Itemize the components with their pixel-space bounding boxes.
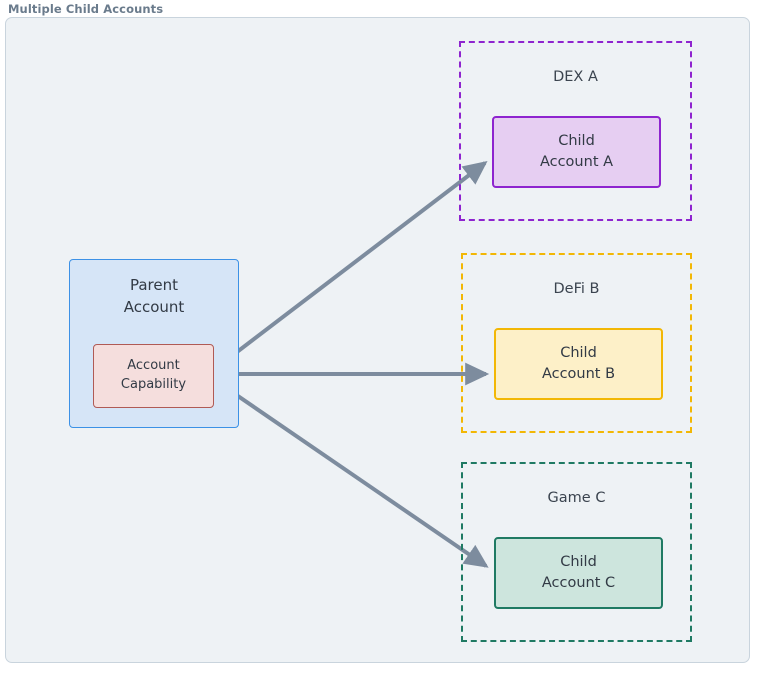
- cluster-defi-b-title: DeFi B: [553, 281, 600, 297]
- node-parent-account-label-line1: Parent: [129, 276, 179, 294]
- node-account-capability-label-line2: Capability: [120, 377, 187, 392]
- node-child-account-c[interactable]: Child Account C: [494, 537, 663, 609]
- node-child-account-a[interactable]: Child Account A: [492, 116, 661, 188]
- node-child-account-a-label-line2: Account A: [539, 154, 614, 170]
- cluster-dex-a: DEX A: [459, 41, 692, 221]
- node-child-account-a-label-line1: Child: [558, 132, 595, 149]
- node-child-account-b-label-line2: Account B: [541, 366, 616, 382]
- node-account-capability-label-line1: Account: [127, 358, 180, 374]
- node-child-account-b-label-line1: Child: [560, 344, 597, 361]
- node-account-capability[interactable]: Account Capability: [93, 344, 214, 408]
- node-child-account-c-label-line2: Account C: [541, 575, 616, 591]
- cluster-defi-b: DeFi B: [461, 253, 692, 433]
- cluster-game-c: Game C: [461, 462, 692, 642]
- node-child-account-c-label-line1: Child: [560, 553, 597, 570]
- diagram-title: Multiple Child Accounts: [8, 2, 164, 16]
- node-parent-account-label-line2: Account: [123, 297, 185, 316]
- node-child-account-b[interactable]: Child Account B: [494, 328, 663, 400]
- cluster-dex-a-title: DEX A: [553, 69, 598, 85]
- cluster-game-c-title: Game C: [547, 490, 606, 506]
